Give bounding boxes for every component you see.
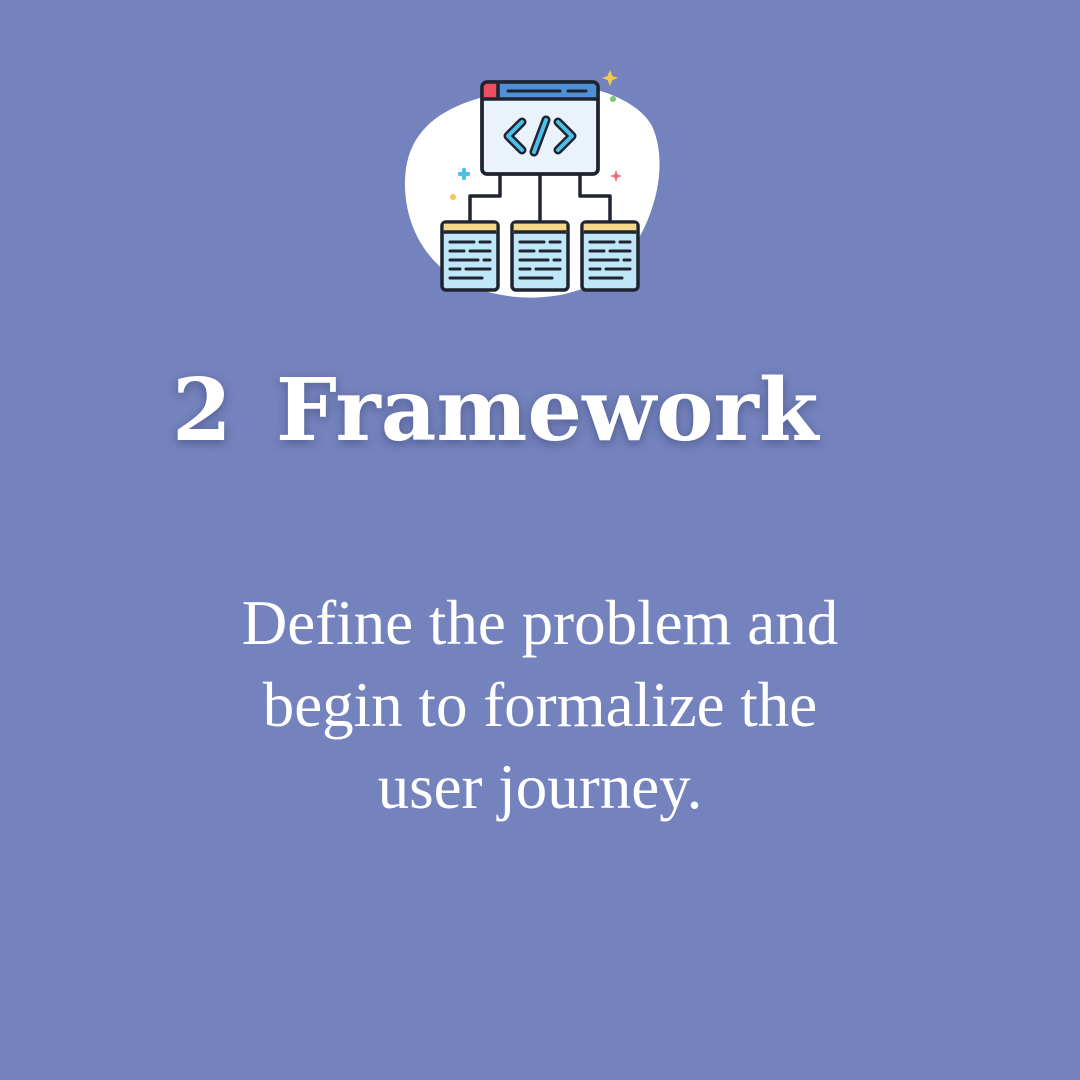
file-document-icon (580, 220, 640, 292)
code-hierarchy-icon (404, 70, 660, 298)
step-number: 2 (172, 360, 232, 461)
description-line: begin to formalize the (262, 670, 818, 740)
file-document-icon (510, 220, 570, 292)
sparkle-dot-icon (450, 194, 456, 200)
code-brackets-icon (503, 115, 577, 157)
code-window-icon (480, 80, 600, 176)
sparkle-plus-icon (458, 168, 470, 180)
slide-description: Define the problem and begin to formaliz… (140, 582, 940, 828)
sparkle-star-icon (602, 70, 618, 86)
connector-lines (468, 172, 612, 224)
file-document-icon (440, 220, 500, 292)
title-text: Framework (275, 360, 819, 461)
sparkle-star-icon (610, 170, 622, 182)
description-line: user journey. (377, 752, 703, 822)
sparkle-dot-icon (610, 96, 616, 102)
description-line: Define the problem and (241, 588, 839, 658)
